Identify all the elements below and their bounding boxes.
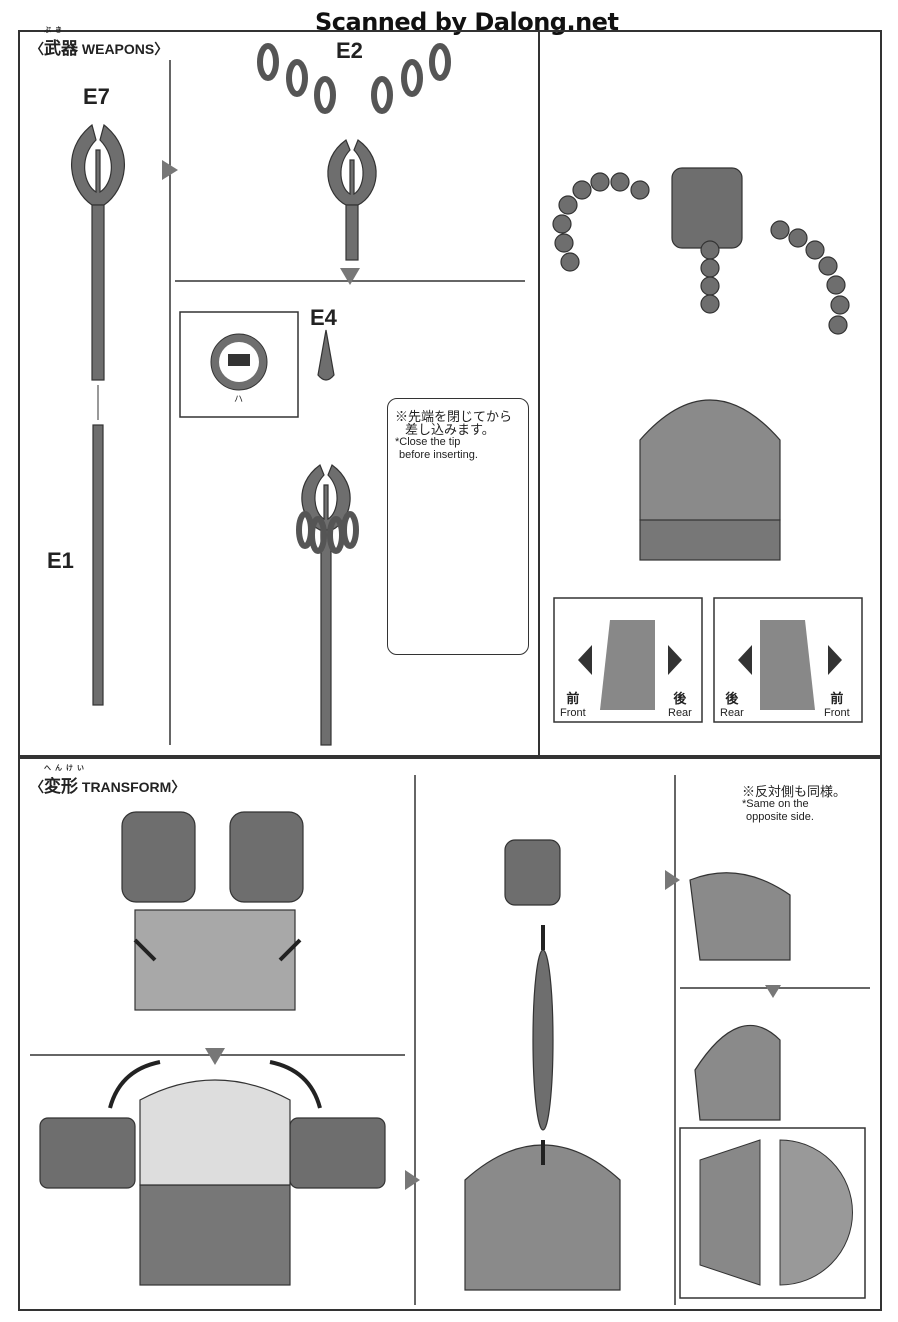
part-label-e4: E4 (310, 305, 337, 330)
part-label-e1: E1 (47, 548, 74, 573)
part-label-e7: E7 (83, 84, 110, 109)
part-label-e2: E2 (336, 38, 363, 63)
transform-panel (18, 757, 882, 1311)
transform-title: へんけい 〈変形 TRANSFORM〉 (30, 765, 186, 796)
assembly-panel (538, 30, 882, 757)
weapons-title: ぶき 〈武器 WEAPONS〉 (30, 27, 169, 58)
tip-note-text: ※先端を閉じてから 差し込みます。 *Close the tip before … (395, 409, 513, 461)
opposite-side-note: ※反対側も同様。 *Same on the opposite side. (742, 784, 847, 823)
detail-mark: ハ (234, 394, 244, 404)
tip-note-callout (387, 398, 529, 655)
